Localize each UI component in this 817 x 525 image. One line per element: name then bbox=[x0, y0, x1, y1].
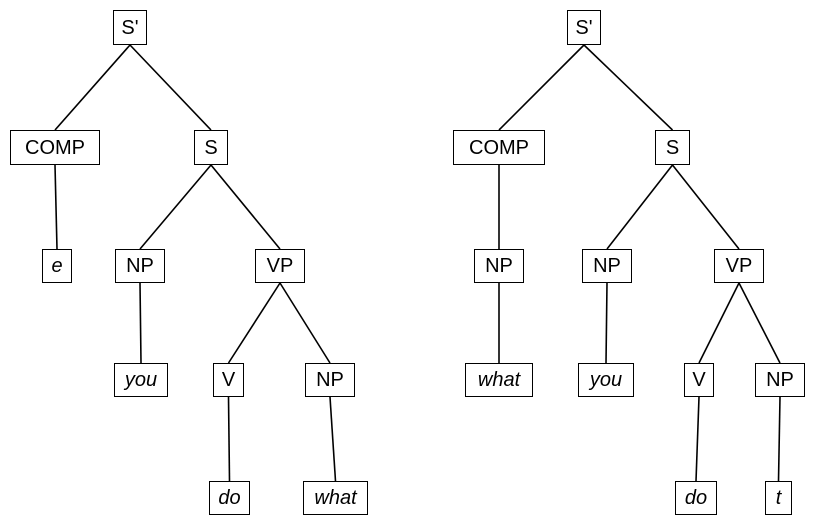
category-node-l-vp: VP bbox=[255, 249, 305, 283]
category-node-r-vp: VP bbox=[714, 249, 764, 283]
category-node-r-np2: NP bbox=[755, 363, 805, 397]
category-node-r-np1: NP bbox=[582, 249, 632, 283]
category-node-l-np2: NP bbox=[305, 363, 355, 397]
category-node-r-sbar: S' bbox=[567, 10, 601, 45]
category-node-l-s: S bbox=[194, 130, 228, 165]
tree-edge bbox=[698, 282, 740, 364]
tree-edge bbox=[498, 44, 585, 131]
tree-edge bbox=[671, 164, 740, 250]
category-node-l-v: V bbox=[213, 363, 244, 397]
tree-edge bbox=[738, 282, 781, 364]
terminal-node-r-what: what bbox=[465, 363, 533, 397]
category-node-l-comp: COMP bbox=[10, 130, 100, 165]
category-node-r-comp: COMP bbox=[453, 130, 545, 165]
tree-edge bbox=[606, 164, 674, 250]
terminal-node-r-do: do bbox=[675, 481, 717, 515]
tree-edge bbox=[777, 396, 781, 482]
terminal-node-l-do: do bbox=[209, 481, 250, 515]
tree-edge bbox=[695, 396, 700, 482]
category-node-r-np0: NP bbox=[474, 249, 524, 283]
terminal-node-l-you: you bbox=[114, 363, 168, 397]
category-node-l-np1: NP bbox=[115, 249, 165, 283]
category-node-r-s: S bbox=[655, 130, 690, 165]
tree-edge bbox=[583, 44, 674, 131]
terminal-node-r-t: t bbox=[765, 481, 792, 515]
category-node-l-sbar: S' bbox=[113, 10, 147, 45]
terminal-node-l-what: what bbox=[303, 481, 368, 515]
tree-edge bbox=[605, 282, 608, 364]
category-node-r-v: V bbox=[684, 363, 714, 397]
terminal-node-r-you: you bbox=[578, 363, 634, 397]
terminal-node-l-e: e bbox=[42, 249, 72, 283]
